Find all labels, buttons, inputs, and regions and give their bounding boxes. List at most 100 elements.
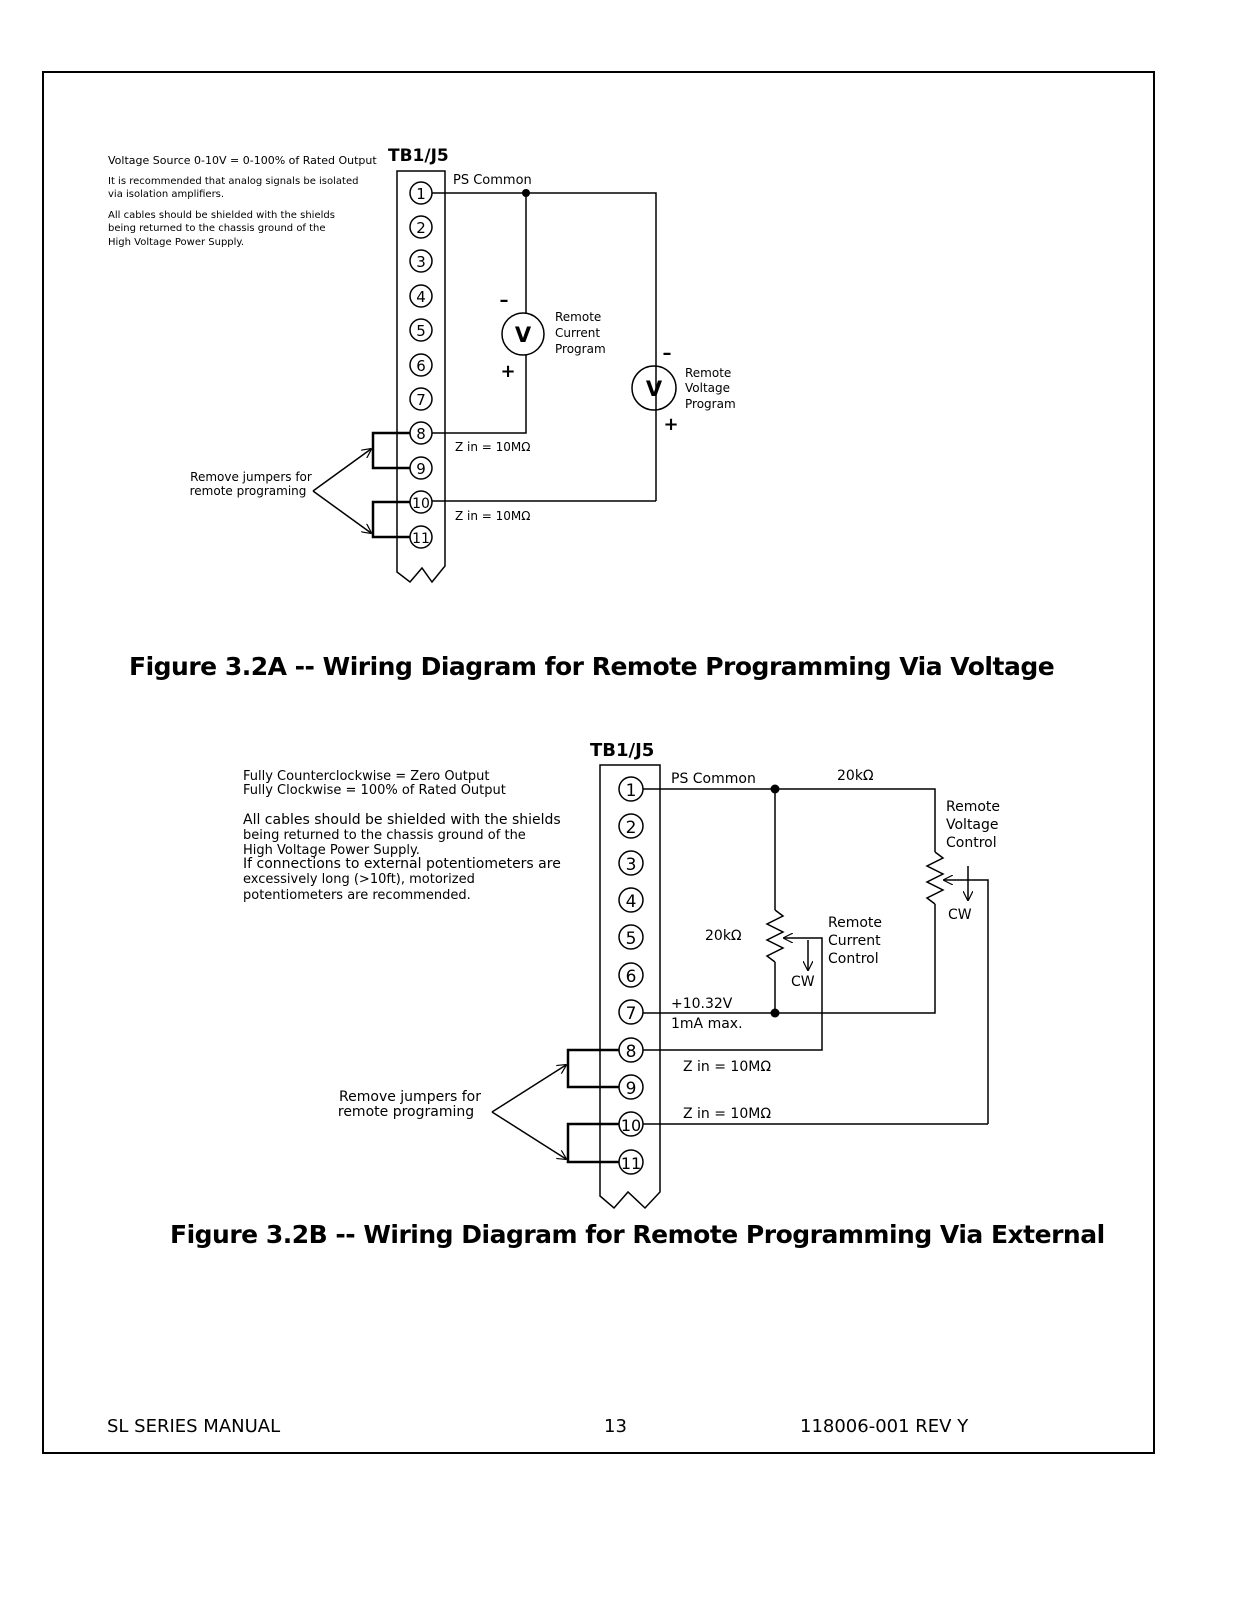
- figa-note-line: All cables should be shielded with the s…: [108, 210, 335, 221]
- figb-voltage-pot-wiper: [944, 880, 989, 1124]
- figb-terminal: [618, 887, 644, 913]
- figb-current-control-label: Current: [828, 933, 881, 949]
- figb-terminal: [618, 850, 644, 876]
- figa-jumper-arrow: [312, 490, 371, 533]
- figb-terminal-number: 6: [626, 967, 637, 987]
- figa-terminal: [409, 215, 433, 239]
- figb-terminal: [618, 813, 644, 839]
- figb-terminal-strip: [599, 764, 661, 1210]
- figa-meter2-minus: –: [663, 343, 672, 364]
- figa-note-line: via isolation amplifiers.: [108, 189, 224, 200]
- figure-b: Fully Counterclockwise = Zero Output Ful…: [243, 740, 1000, 1210]
- figa-terminal-number: 5: [416, 322, 426, 340]
- figa-voltage-meter: [631, 365, 677, 411]
- figa-ps-common-label: PS Common: [453, 173, 532, 188]
- figb-terminal-number: 5: [626, 929, 637, 949]
- figb-terminal-number: 11: [621, 1154, 641, 1173]
- figa-current-program-label: Program: [555, 342, 606, 356]
- figa-terminal-number: 2: [416, 219, 426, 237]
- footer-page-number: 13: [604, 1416, 627, 1437]
- figa-terminal-number: 7: [416, 391, 426, 409]
- figa-voltmeter-symbol: V: [515, 323, 532, 347]
- figb-terminals: 1 2 3 4 5 6 7 8 9 10 11: [618, 776, 644, 1175]
- figa-current-program-label: Current: [555, 326, 600, 340]
- figa-meter1-plus: +: [500, 361, 515, 382]
- figb-voltage-control-label: Remote: [946, 799, 1000, 815]
- figa-meter2-plus: +: [663, 414, 678, 435]
- figa-terminal-number: 6: [416, 357, 426, 375]
- figa-meter1-pos-wire: [432, 355, 527, 434]
- figb-note-line: potentiometers are recommended.: [243, 888, 471, 903]
- figb-voltage-pot-lower-wire: [775, 904, 936, 1014]
- figb-note-line: being returned to the chassis ground of …: [243, 828, 526, 843]
- figb-terminal-block-label: TB1/J5: [590, 740, 654, 761]
- figure-a-caption: Figure 3.2A -- Wiring Diagram for Remote…: [129, 652, 1055, 681]
- figa-terminals: 1 2 3 4 5 6 7 8 9 10 11: [409, 181, 433, 549]
- figb-voltage-pot-cw: CW: [948, 907, 972, 923]
- figb-voltage-control-label: Voltage: [946, 817, 999, 833]
- figa-terminal-number: 3: [416, 253, 426, 271]
- figb-note-line: Fully Clockwise = 100% of Rated Output: [243, 783, 506, 798]
- figb-current-pot-cw: CW: [791, 974, 815, 990]
- figb-note-line: High Voltage Power Supply.: [243, 843, 420, 858]
- figb-ref-voltage: +10.32V: [671, 996, 733, 1012]
- figb-terminal-number: 1: [626, 781, 637, 801]
- figb-zin-label: Z in = 10MΩ: [683, 1106, 771, 1122]
- figa-voltmeter-symbol: V: [646, 377, 663, 401]
- figb-common-wire: [643, 788, 936, 852]
- figb-terminal-number: 4: [626, 892, 637, 912]
- figa-terminal: [409, 249, 433, 273]
- figb-terminal: [618, 924, 644, 950]
- figb-current-pot-wiper: [643, 938, 823, 1051]
- figb-terminal: [618, 962, 644, 988]
- figa-note-line: being returned to the chassis ground of …: [108, 223, 326, 234]
- figa-common-wire: [432, 192, 657, 501]
- figb-note-line: Fully Counterclockwise = Zero Output: [243, 769, 490, 784]
- figa-voltage-program-label: Program: [685, 397, 736, 411]
- figa-current-meter: [501, 312, 545, 356]
- figa-terminal: [409, 284, 433, 308]
- figb-terminal-number: 2: [626, 818, 637, 838]
- figb-terminal-number: 3: [626, 855, 637, 875]
- figb-jumper-8-9: [566, 1048, 619, 1089]
- figa-note-line: Voltage Source 0-10V = 0-100% of Rated O…: [108, 154, 377, 167]
- figb-terminal-number: 8: [626, 1042, 637, 1062]
- figb-voltage-control-label: Control: [946, 835, 997, 851]
- figb-terminal-number: 10: [621, 1116, 641, 1135]
- figa-voltage-program-label: Remote: [685, 366, 731, 380]
- figa-zin-label: Z in = 10MΩ: [455, 440, 530, 454]
- figb-jumper-10-11: [566, 1122, 619, 1164]
- figa-jumper-10-11: [371, 500, 410, 539]
- figb-voltage-pot: [925, 851, 945, 905]
- figa-terminal-block-label: TB1/J5: [388, 146, 449, 166]
- figb-jumper-arrow: [491, 1111, 566, 1159]
- figb-voltage-pot-value: 20kΩ: [837, 768, 874, 784]
- figa-note-line: It is recommended that analog signals be…: [108, 176, 358, 187]
- figb-terminal: [618, 999, 644, 1025]
- figa-jumper-8-9: [371, 431, 410, 470]
- figb-ps-common-label: PS Common: [671, 771, 756, 787]
- footer-manual-title: SL SERIES MANUAL: [107, 1416, 281, 1437]
- figb-ref-current: 1mA max.: [671, 1016, 743, 1032]
- figb-current-control-label: Control: [828, 951, 879, 967]
- figb-terminal-number: 9: [626, 1079, 637, 1099]
- figb-jumper-note: Remove jumpers for: [339, 1089, 481, 1105]
- figa-jumper-note: Remove jumpers for: [190, 470, 312, 484]
- figa-terminal-number: 1: [416, 185, 426, 203]
- figa-terminal: [409, 318, 433, 342]
- figa-jumper-note: remote programing: [190, 484, 307, 498]
- figa-note-line: High Voltage Power Supply.: [108, 237, 244, 248]
- figa-terminal-number: 8: [416, 425, 426, 443]
- page-border: [42, 71, 1155, 1454]
- figb-current-pot: [765, 909, 785, 963]
- figa-terminal: [409, 353, 433, 377]
- figa-terminal-strip: [396, 170, 446, 584]
- figb-zin-label: Z in = 10MΩ: [683, 1059, 771, 1075]
- figa-jumper-arrow: [312, 449, 371, 492]
- figa-current-program-label: Remote: [555, 310, 601, 324]
- figa-terminal-number: 11: [412, 531, 430, 547]
- figa-meter1-minus: –: [500, 290, 509, 311]
- figure-a: Voltage Source 0-10V = 0-100% of Rated O…: [108, 146, 736, 584]
- figb-current-pot-value: 20kΩ: [705, 928, 742, 944]
